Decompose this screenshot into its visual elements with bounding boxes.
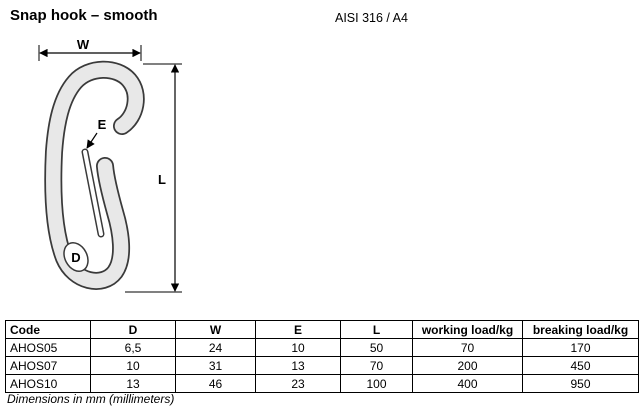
l-dimension-label: L bbox=[158, 172, 166, 187]
d-dimension-label: D bbox=[71, 250, 80, 265]
table-cell: 13 bbox=[90, 374, 176, 393]
table-row: AHOS10 13 46 23 100 400 950 bbox=[5, 374, 639, 393]
l-dimension-arrow: L bbox=[125, 63, 182, 293]
table-cell: 24 bbox=[175, 338, 256, 357]
table-cell: 23 bbox=[255, 374, 341, 393]
material-spec: AISI 316 / A4 bbox=[335, 11, 408, 25]
page-title: Snap hook – smooth bbox=[10, 7, 158, 24]
table-cell: 70 bbox=[340, 356, 413, 375]
table-cell: 50 bbox=[340, 338, 413, 357]
table-row: AHOS05 6,5 24 10 50 70 170 bbox=[5, 338, 639, 357]
table-cell: 170 bbox=[522, 338, 639, 357]
table-cell: AHOS10 bbox=[5, 374, 91, 393]
table-header-cell: E bbox=[255, 320, 341, 339]
spec-table: Code D W E L working load/kg breaking lo… bbox=[5, 320, 639, 393]
table-header-cell: breaking load/kg bbox=[522, 320, 639, 339]
table-cell: 400 bbox=[412, 374, 523, 393]
e-pointer-arrow bbox=[86, 132, 98, 149]
w-dimension-arrow: W bbox=[38, 37, 142, 61]
table-header-cell: working load/kg bbox=[412, 320, 523, 339]
table-row: AHOS07 10 31 13 70 200 450 bbox=[5, 356, 639, 375]
hook-body-fill bbox=[46, 62, 143, 289]
table-cell: 46 bbox=[175, 374, 256, 393]
e-dimension: E bbox=[86, 117, 107, 149]
table-header-cell: W bbox=[175, 320, 256, 339]
table-cell: 950 bbox=[522, 374, 639, 393]
e-dimension-label: E bbox=[98, 117, 107, 132]
table-cell: 100 bbox=[340, 374, 413, 393]
table-cell: 450 bbox=[522, 356, 639, 375]
table-header-cell: L bbox=[340, 320, 413, 339]
table-cell: 70 bbox=[412, 338, 523, 357]
table-cell: 10 bbox=[255, 338, 341, 357]
table-cell: 6,5 bbox=[90, 338, 176, 357]
table-header-row: Code D W E L working load/kg breaking lo… bbox=[5, 320, 639, 339]
snap-hook-drawing: W E D L bbox=[38, 37, 182, 293]
table-cell: 200 bbox=[412, 356, 523, 375]
dimensions-note: Dimensions in mm (millimeters) bbox=[7, 392, 175, 406]
table-header-cell: Code bbox=[5, 320, 91, 339]
table-header-cell: D bbox=[90, 320, 176, 339]
w-dimension-label: W bbox=[77, 37, 90, 52]
table-cell: AHOS07 bbox=[5, 356, 91, 375]
table-cell: 13 bbox=[255, 356, 341, 375]
eye-hole bbox=[63, 242, 89, 272]
table-cell: AHOS05 bbox=[5, 338, 91, 357]
table-cell: 31 bbox=[175, 356, 256, 375]
table-cell: 10 bbox=[90, 356, 176, 375]
gate-slot bbox=[83, 150, 103, 236]
